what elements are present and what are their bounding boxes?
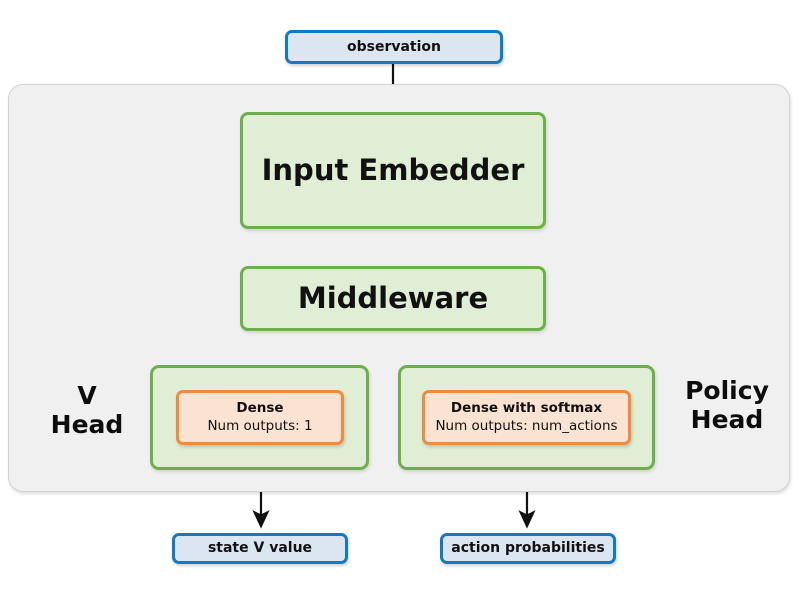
node-v-head-dense-title: Dense bbox=[236, 399, 284, 416]
node-middleware[interactable]: Middleware bbox=[240, 266, 546, 331]
node-policy-head-dense[interactable]: Dense with softmax Num outputs: num_acti… bbox=[422, 390, 631, 445]
node-v-head-dense-subtitle: Num outputs: 1 bbox=[207, 417, 313, 434]
node-v-head-dense[interactable]: Dense Num outputs: 1 bbox=[176, 390, 344, 445]
node-observation[interactable]: observation bbox=[285, 30, 503, 64]
node-action-probabilities-label: action probabilities bbox=[451, 540, 605, 557]
label-v-head-line1: V bbox=[77, 381, 97, 410]
node-observation-label: observation bbox=[346, 38, 442, 55]
label-v-head: V Head bbox=[30, 381, 144, 439]
node-policy-head-dense-subtitle: Num outputs: num_actions bbox=[435, 417, 618, 434]
label-v-head-line2: Head bbox=[50, 409, 124, 439]
label-policy-head-line1: Policy bbox=[685, 376, 769, 405]
node-state-v-value-label: state V value bbox=[207, 540, 313, 557]
node-input-embedder-label: Input Embedder bbox=[261, 153, 525, 188]
node-action-probabilities[interactable]: action probabilities bbox=[440, 533, 616, 564]
node-state-v-value[interactable]: state V value bbox=[172, 533, 348, 564]
label-policy-head-line2: Head bbox=[690, 404, 764, 434]
node-policy-head-dense-title: Dense with softmax bbox=[450, 399, 603, 416]
node-middleware-label: Middleware bbox=[297, 281, 489, 316]
node-input-embedder[interactable]: Input Embedder bbox=[240, 112, 546, 229]
label-policy-head: Policy Head bbox=[664, 376, 790, 434]
